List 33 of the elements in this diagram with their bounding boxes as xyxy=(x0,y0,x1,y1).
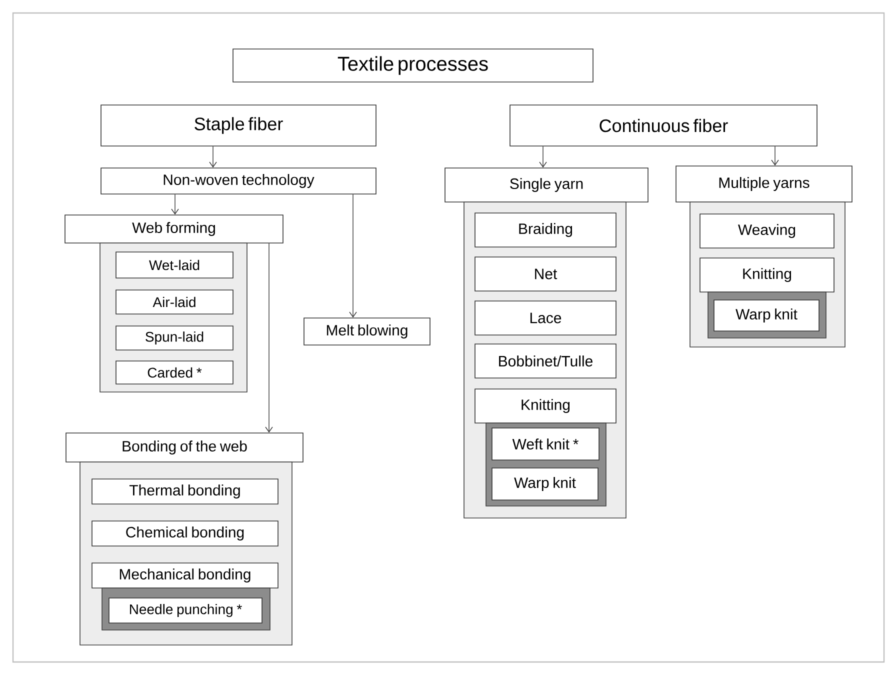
process-box: Melt blowing xyxy=(304,318,430,346)
arrow xyxy=(771,146,779,166)
process-box: Bobbinet/Tulle xyxy=(474,344,616,378)
arrow xyxy=(349,194,357,318)
process-box: Warp knit xyxy=(492,468,598,500)
process-box: Bonding of the web xyxy=(66,432,304,462)
process-box: Spun-laid xyxy=(116,326,234,350)
arrow xyxy=(265,243,273,433)
process-box: Net xyxy=(474,256,616,292)
arrow xyxy=(171,194,179,215)
process-box: Wet-laid xyxy=(116,252,234,278)
process-box: Air-laid xyxy=(116,290,234,314)
heading-box: Staple fiber xyxy=(100,104,376,146)
heading-box: Textile processes xyxy=(232,48,594,82)
heading-box: Continuous fiber xyxy=(510,104,818,146)
process-box: Thermal bonding xyxy=(92,478,278,504)
heading-box: Non-woven technology xyxy=(100,168,376,194)
process-box: Needle punching * xyxy=(108,598,262,624)
process-box: Carded * xyxy=(116,360,234,384)
arrow xyxy=(539,146,547,168)
process-box: Weft knit * xyxy=(492,428,600,460)
arrow xyxy=(209,146,217,168)
process-box: Knitting xyxy=(474,388,616,424)
process-box: Lace xyxy=(474,300,616,336)
process-box: Knitting xyxy=(700,258,834,292)
process-box: Single yarn xyxy=(444,168,648,202)
process-box: Warp knit xyxy=(714,300,820,332)
process-box: Chemical bonding xyxy=(92,520,278,546)
process-box: Mechanical bonding xyxy=(92,562,278,588)
heading-box: Web forming xyxy=(64,214,284,244)
process-box: Multiple yarns xyxy=(676,166,852,202)
process-box: Braiding xyxy=(474,212,616,248)
process-box: Weaving xyxy=(700,214,834,248)
